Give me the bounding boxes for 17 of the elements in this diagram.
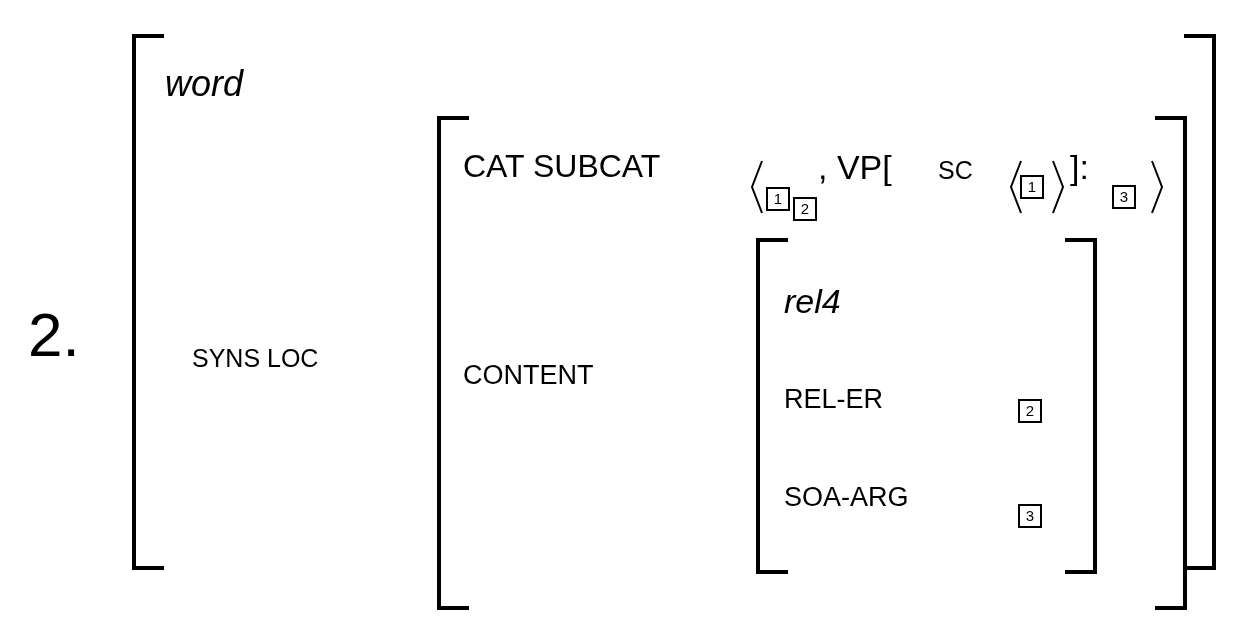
- tag-number: 2: [1018, 399, 1042, 423]
- tag-number: 3: [1018, 504, 1042, 528]
- item-number: 2.: [28, 304, 80, 366]
- tag-number: 1: [766, 187, 790, 211]
- type-label: word: [165, 66, 244, 102]
- feature-name: REL-ER: [784, 386, 884, 413]
- feature-name: SOA-ARG: [784, 484, 909, 511]
- value-text: ]:: [1070, 150, 1089, 184]
- feature-name: CAT SUBCAT: [463, 150, 661, 182]
- value-text: , VP[: [818, 150, 892, 184]
- tag-number: 3: [1112, 185, 1136, 209]
- type-label: rel4: [784, 284, 841, 318]
- feature-name: SYNS LOC: [192, 346, 319, 371]
- feature-name: CONTENT: [463, 362, 594, 389]
- feature-name: SC: [938, 158, 973, 183]
- tag-number: 2: [793, 197, 817, 221]
- tag-number: 1: [1020, 175, 1044, 199]
